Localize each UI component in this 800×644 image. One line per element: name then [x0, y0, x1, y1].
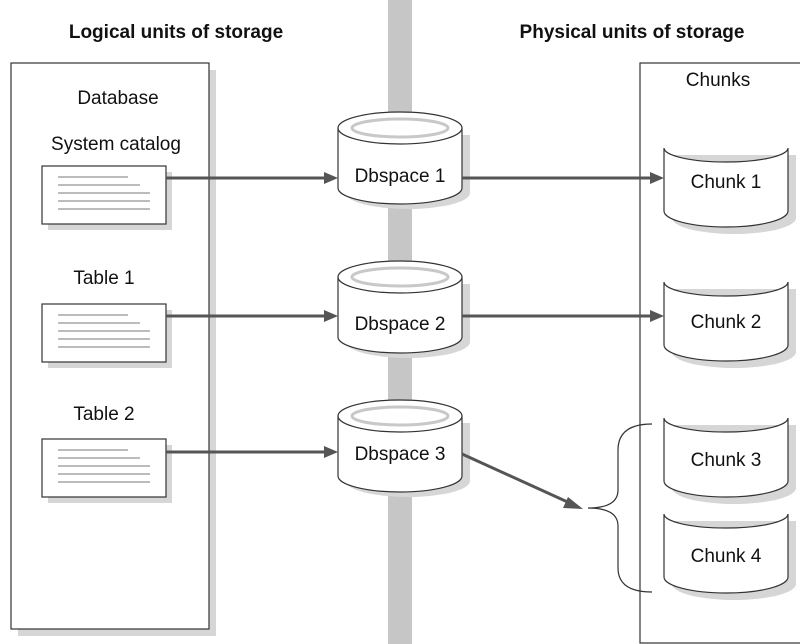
- dbspace-1-label: Dbspace 1: [355, 166, 446, 187]
- chunk-2-cylinder: Chunk 2: [663, 281, 796, 368]
- arrow-dbspace-1-to-chunk-1: [462, 172, 664, 184]
- table-1-label: Table 1: [73, 268, 134, 289]
- chunk-group-brace: [587, 423, 653, 593]
- dbspace-1-cylinder: Dbspace 1: [337, 111, 470, 209]
- system-catalog-label: System catalog: [51, 134, 181, 155]
- arrow-table-1-to-dbspace-2: [166, 310, 338, 322]
- dbspace-3-label: Dbspace 3: [355, 444, 446, 465]
- table-2-label: Table 2: [73, 404, 134, 425]
- chunk-1-label: Chunk 1: [691, 172, 762, 193]
- arrow-system-catalog-to-dbspace-1: [166, 172, 338, 184]
- chunk-4-label: Chunk 4: [691, 546, 762, 567]
- chunk-1-cylinder: Chunk 1: [663, 147, 796, 234]
- physical-units-header: Physical units of storage: [520, 22, 745, 43]
- table-2-document-icon: [41, 438, 172, 503]
- chunk-4-cylinder: Chunk 4: [663, 513, 796, 600]
- database-label: Database: [77, 88, 158, 109]
- table-1-document-icon: [41, 303, 172, 368]
- chunks-label: Chunks: [686, 70, 750, 91]
- arrow-dbspace-2-to-chunk-2: [462, 310, 664, 322]
- logical-units-header: Logical units of storage: [69, 22, 283, 43]
- chunk-3-cylinder: Chunk 3: [663, 417, 796, 504]
- arrow-dbspace-3-to-chunks-3-4: [461, 452, 583, 509]
- system-catalog-document-icon: [41, 165, 172, 230]
- chunk-2-label: Chunk 2: [691, 312, 762, 333]
- chunk-3-label: Chunk 3: [691, 450, 762, 471]
- dbspace-3-cylinder: Dbspace 3: [337, 399, 470, 497]
- dbspace-2-cylinder: Dbspace 2: [337, 260, 470, 358]
- dbspace-2-label: Dbspace 2: [355, 314, 446, 335]
- logical-panel: Database System catalog Table 1 Table 2: [10, 62, 216, 636]
- arrow-table-2-to-dbspace-3: [166, 446, 338, 458]
